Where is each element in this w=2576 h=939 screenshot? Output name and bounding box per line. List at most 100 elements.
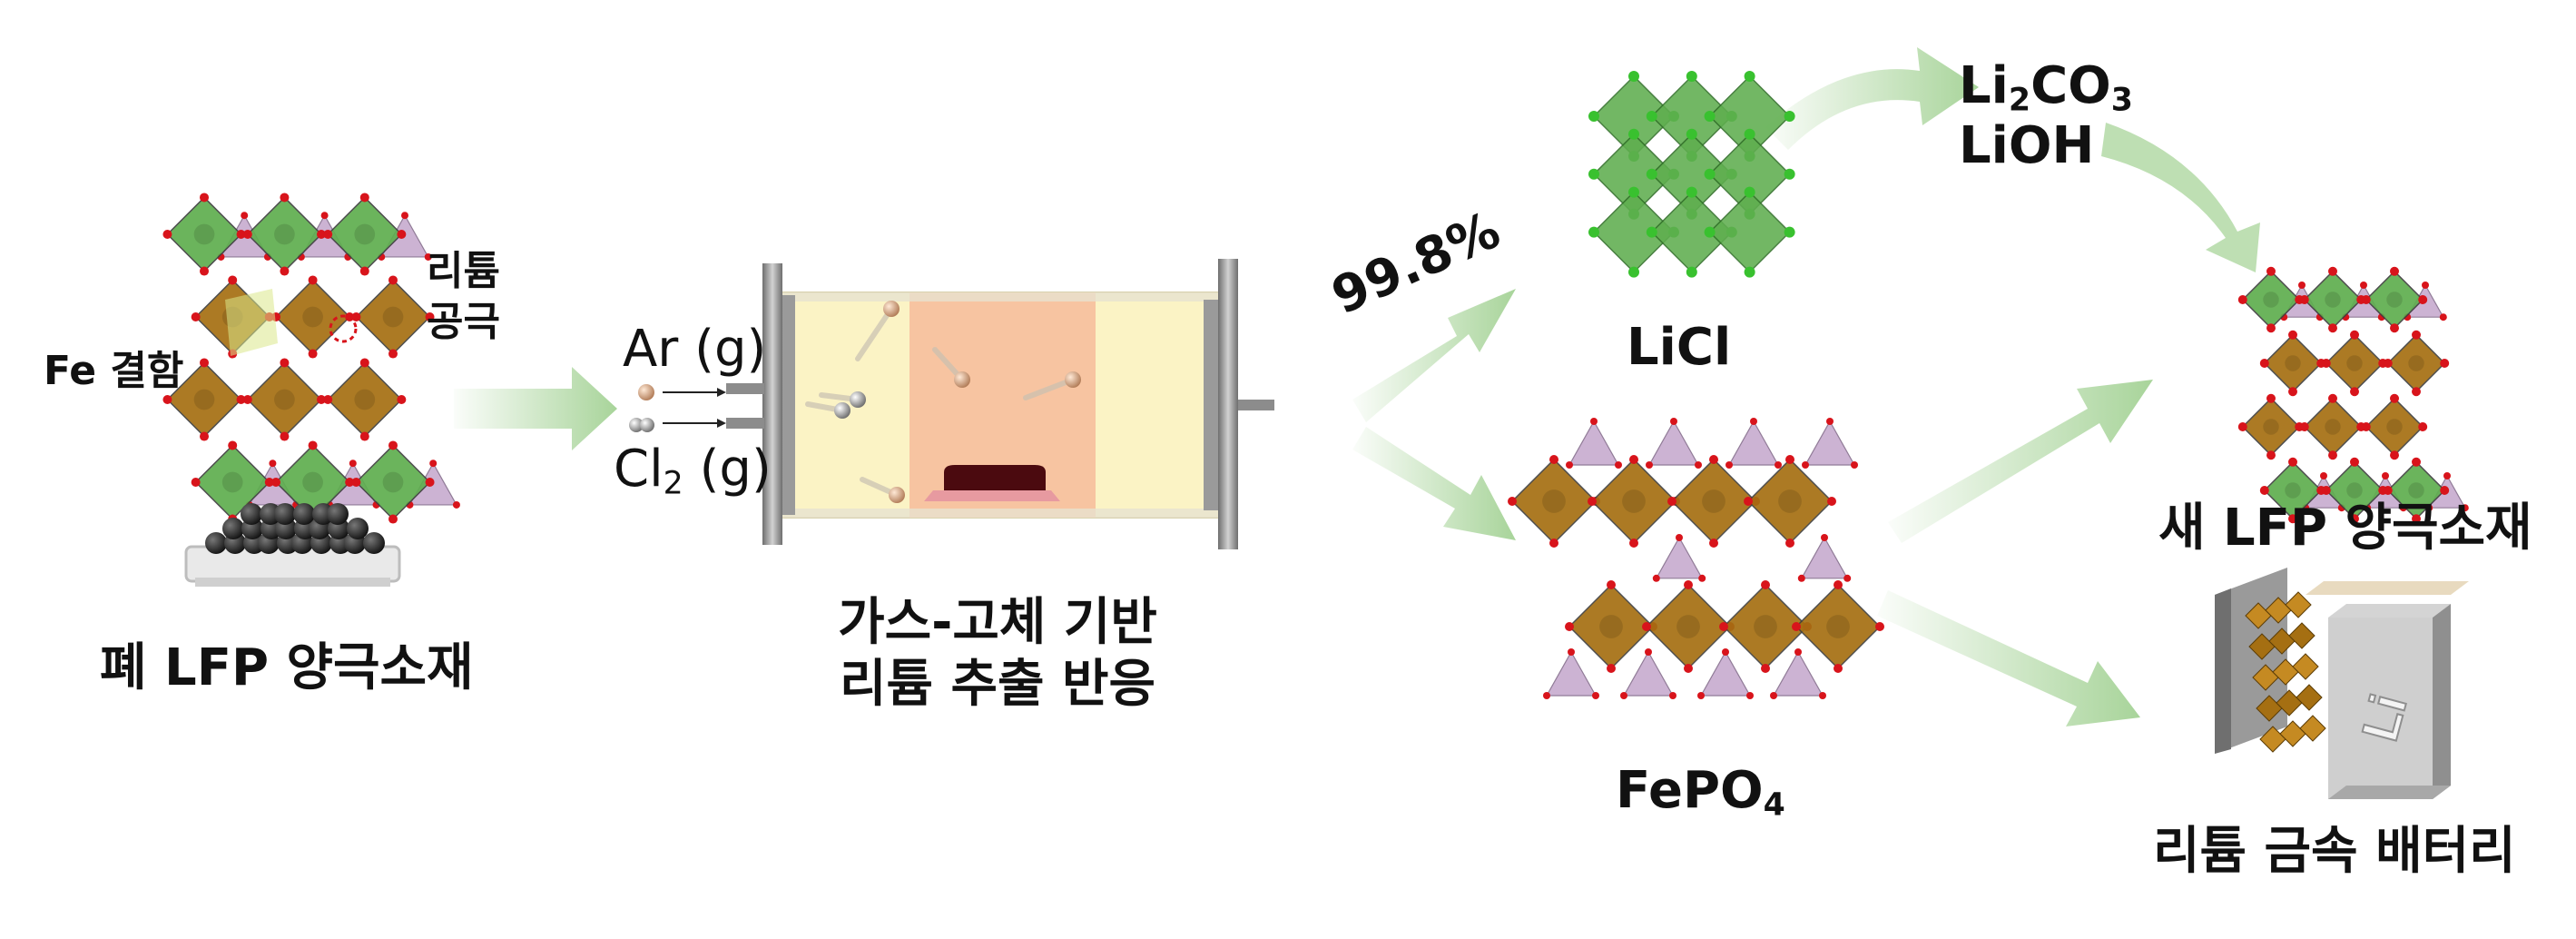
- oxygen-atom: [323, 230, 333, 239]
- oxygen-atom: [2328, 323, 2337, 333]
- oxygen-atom: [1785, 455, 1794, 464]
- gas-particle: [1065, 371, 1081, 388]
- oxygen-atom: [388, 275, 398, 285]
- chlorine-atom: [1628, 71, 1639, 82]
- ar-inlet-arrow: [638, 384, 726, 400]
- oxygen-atom: [1719, 622, 1728, 631]
- fepo4-crystal: [1508, 418, 1884, 699]
- li2co3-label: Li2CO3: [1959, 56, 2133, 119]
- powder-particle: [222, 518, 244, 539]
- oxygen-atom: [2383, 486, 2393, 495]
- oxygen-atom: [280, 266, 290, 276]
- oxygen-atom: [1797, 574, 1805, 582]
- oxygen-atom: [308, 440, 318, 450]
- chlorine-atom: [1686, 71, 1697, 82]
- reaction-label-line1: 가스-고체 기반: [838, 593, 1157, 652]
- oxygen-atom: [1785, 539, 1794, 548]
- chlorine-atom: [1686, 266, 1697, 278]
- chlorine-atom: [1646, 226, 1657, 238]
- gas-particle: [954, 371, 970, 388]
- oxygen-atom: [1875, 622, 1884, 631]
- powder-tray: [184, 503, 401, 587]
- chlorine-atom: [1628, 128, 1639, 140]
- chlorine-atom: [1744, 128, 1755, 140]
- spent-lfp-crystal: [162, 193, 460, 524]
- oxygen-atom: [271, 478, 281, 487]
- battery-crystal-cell: [2299, 715, 2326, 742]
- arrow-fepo4-to-new-lfp: [1888, 380, 2153, 543]
- oxygen-atom: [236, 395, 246, 404]
- oxygen-atom: [1652, 574, 1660, 582]
- oxygen-atom: [264, 478, 274, 487]
- oxygen-atom: [1684, 664, 1693, 673]
- chlorine-atom: [1744, 186, 1755, 198]
- battery-crystal-cell: [2292, 653, 2319, 680]
- oxygen-atom: [359, 193, 369, 203]
- oxygen-atom: [1592, 692, 1599, 699]
- oxygen-atom: [1629, 455, 1638, 464]
- arrow-reactor-to-fepo4: [1352, 427, 1516, 540]
- battery-crystal-cell: [2296, 684, 2323, 711]
- oxygen-atom: [2440, 486, 2450, 495]
- oxygen-atom: [424, 252, 432, 261]
- oxygen-atom: [1821, 534, 1828, 541]
- particle-trail: [1023, 377, 1076, 400]
- oxygen-atom: [1726, 461, 1733, 469]
- oxygen-atom: [200, 358, 209, 368]
- oxygen-atom: [1543, 692, 1550, 699]
- oxygen-atom: [1761, 580, 1770, 589]
- oxygen-atom: [397, 230, 407, 239]
- oxygen-atom: [2259, 359, 2269, 368]
- oxygen-atom: [1629, 539, 1638, 548]
- fe-defect-label: Fe 결함: [44, 348, 184, 394]
- oxygen-atom: [1697, 692, 1705, 699]
- oxygen-atom: [228, 440, 238, 450]
- chlorine-atom: [1628, 186, 1639, 198]
- oxygen-atom: [1607, 664, 1616, 673]
- oxygen-atom: [280, 358, 290, 368]
- oxygen-atom: [1770, 692, 1777, 699]
- oxygen-atom: [1695, 461, 1702, 469]
- oxygen-atom: [388, 514, 398, 524]
- oxygen-atom: [1834, 580, 1843, 589]
- oxygen-atom: [2298, 282, 2306, 289]
- arrow-lfp-to-reactor: [454, 367, 617, 450]
- powder-particle: [363, 532, 385, 554]
- oxygen-atom: [359, 266, 369, 276]
- oxygen-atom: [349, 460, 357, 468]
- oxygen-atom: [280, 431, 290, 441]
- oxygen-atom: [2288, 330, 2297, 340]
- oxygen-atom: [2412, 457, 2421, 467]
- phosphate-tetrahedron: [1727, 420, 1780, 466]
- licl-octahedron: [1708, 191, 1791, 273]
- li-vacancy-marker: [329, 314, 358, 343]
- arrow-licl-to-li2co3: [1765, 47, 1979, 150]
- battery-crystal-layer: [2245, 591, 2326, 753]
- oxygen-atom: [2237, 295, 2247, 304]
- oxygen-atom: [1667, 497, 1676, 506]
- gas-particle: [889, 487, 905, 503]
- oxygen-atom: [2321, 486, 2331, 495]
- chlorine-atom: [1588, 111, 1599, 122]
- chlorine-atom: [1784, 168, 1795, 180]
- oxygen-atom: [2237, 422, 2247, 431]
- oxygen-atom: [316, 230, 326, 239]
- oxygen-atom: [200, 266, 209, 276]
- oxygen-atom: [2439, 313, 2447, 321]
- oxygen-atom: [2350, 514, 2359, 524]
- oxygen-atom: [236, 230, 246, 239]
- chlorine-atom: [1704, 226, 1716, 238]
- phosphate-tetrahedron: [1622, 650, 1675, 697]
- phosphate-tetrahedron: [1772, 650, 1824, 697]
- oxygen-atom: [388, 349, 398, 359]
- phosphate-tetrahedron: [1800, 536, 1849, 579]
- oxygen-atom: [1834, 664, 1843, 673]
- phosphate-tetrahedron: [1647, 420, 1700, 466]
- oxygen-atom: [2418, 422, 2428, 431]
- oxygen-atom: [2412, 330, 2421, 340]
- chlorine-atom: [1646, 168, 1657, 180]
- oxygen-atom: [1744, 497, 1753, 506]
- oxygen-atom: [1819, 692, 1826, 699]
- gas-particle: [883, 301, 900, 317]
